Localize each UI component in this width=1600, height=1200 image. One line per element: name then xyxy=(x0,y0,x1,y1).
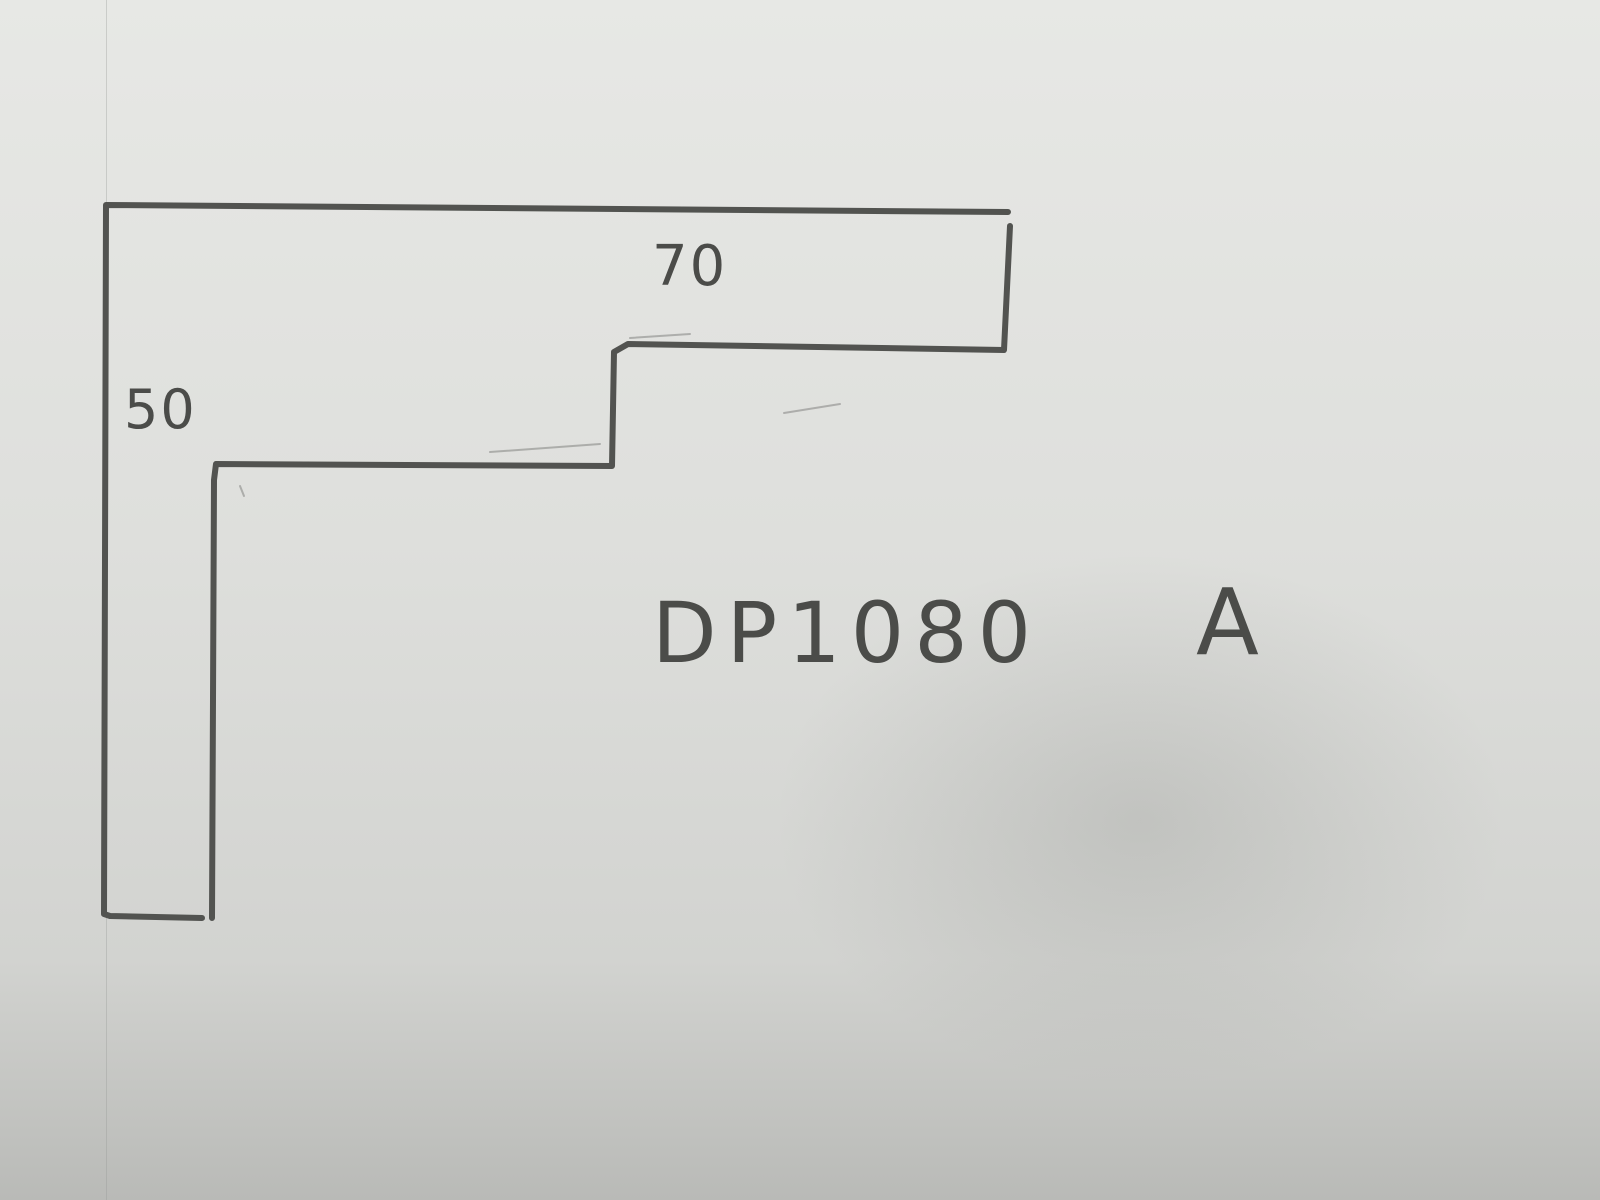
top-width-dimension-label: 70 xyxy=(652,234,727,299)
side-width-dimension-label: 50 xyxy=(124,378,197,441)
part-code-label: DP1080 xyxy=(652,584,1041,682)
construction-line xyxy=(489,443,601,453)
l-profile-outline xyxy=(101,202,1013,921)
revision-label: A xyxy=(1196,569,1259,676)
construction-line xyxy=(239,485,245,497)
construction-line xyxy=(783,403,841,414)
construction-line xyxy=(629,333,691,339)
